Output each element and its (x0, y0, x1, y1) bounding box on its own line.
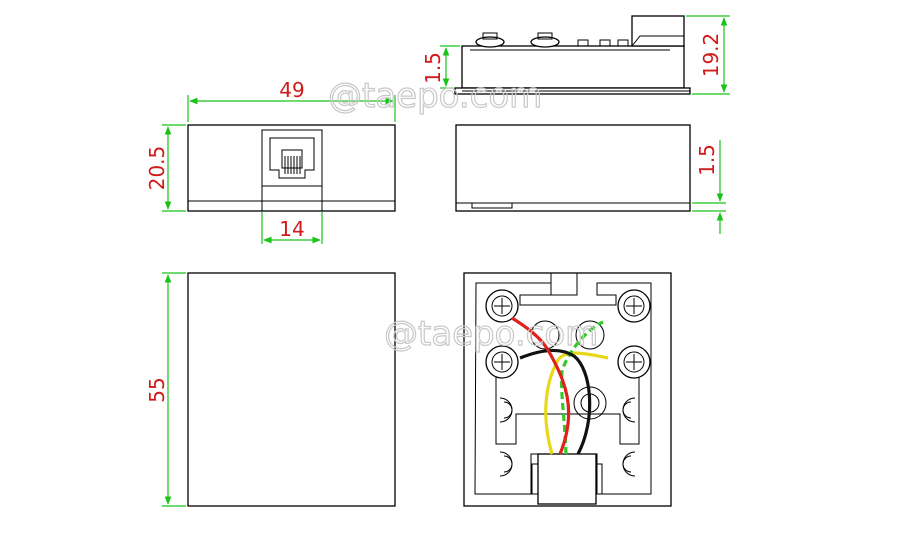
bottom-view-body (187, 272, 396, 507)
rj-jack-icon (261, 129, 323, 211)
terminal-screw-icon (485, 289, 519, 323)
watermark-top: @taepo.com (328, 76, 542, 116)
side-view (455, 124, 691, 212)
front-view (187, 124, 396, 212)
height-label: 20.5 (145, 146, 169, 191)
rj-connector-block (537, 453, 597, 505)
dimension-width: 49 (187, 78, 396, 122)
wire-black (519, 348, 592, 455)
profile-view (454, 15, 691, 95)
total-height-label: 19.2 (699, 33, 723, 78)
wire-red (511, 316, 571, 455)
profile-jack (631, 15, 685, 47)
terminal-screw-icon (617, 289, 651, 323)
top-depth-label: 1.5 (421, 52, 445, 84)
internal-view (463, 272, 672, 507)
terminal-screw-icon (485, 345, 519, 379)
profile-body (461, 45, 685, 89)
width-label: 49 (279, 78, 304, 102)
wire-yellow (544, 351, 609, 455)
wiring (511, 316, 609, 455)
watermark-middle: @taepo.com (384, 314, 598, 354)
dimension-height: 20.5 (145, 124, 186, 212)
dimension-side-depth: 1.5 (692, 140, 726, 234)
dimension-total-height: 19.2 (686, 15, 730, 95)
dimension-jack-width: 14 (261, 212, 323, 244)
jack-width-label: 14 (279, 217, 304, 241)
dimension-length: 55 (145, 272, 186, 507)
mounting-boss-icon (575, 320, 605, 350)
terminal-screw-icon (617, 345, 651, 379)
inner-frame (474, 282, 652, 495)
side-depth-label: 1.5 (695, 144, 719, 176)
dimension-top-depth: 1.5 (421, 45, 460, 89)
wire-green (559, 320, 604, 455)
length-label: 55 (145, 377, 169, 402)
mounting-boss-icon (530, 320, 560, 350)
side-view-body (455, 124, 691, 212)
